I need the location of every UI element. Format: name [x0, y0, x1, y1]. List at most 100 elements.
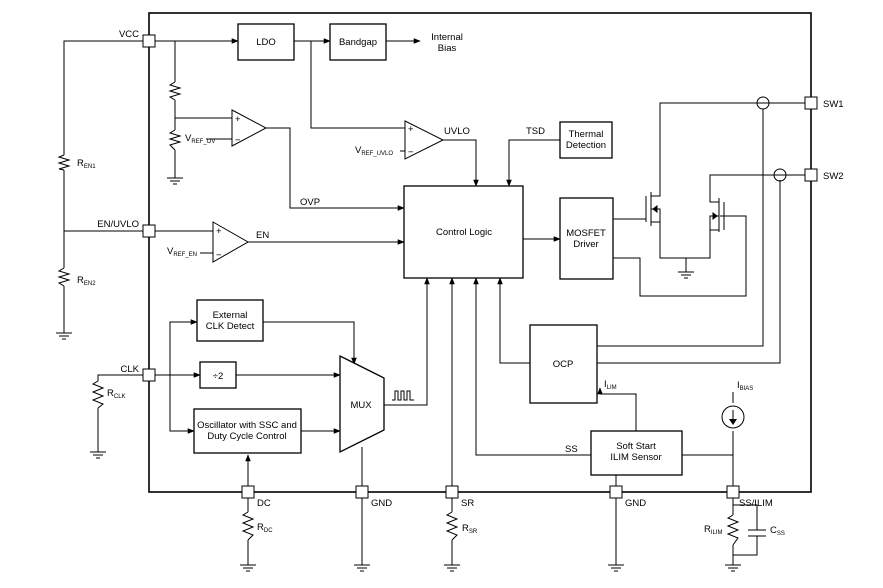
resistor-rilim [726, 514, 740, 546]
resistor-ov-top [168, 81, 182, 101]
svg-text:CLK Detect: CLK Detect [206, 321, 255, 332]
resistor-rdc [241, 511, 255, 541]
svg-text:Oscillator with SSC and: Oscillator with SSC and [197, 420, 297, 431]
svg-text:−: − [408, 147, 414, 158]
ground-rsr [444, 564, 460, 572]
pin-label-ss-ilim: SS/ILIM [739, 498, 773, 509]
label-rsr: RSR [462, 523, 478, 535]
ground-ov [167, 177, 183, 185]
signal-ss: SS [565, 444, 578, 455]
pin-squares [142, 34, 818, 499]
comparator-en: + − [212, 221, 250, 263]
ground-rclk [90, 451, 106, 459]
pin-label-sw2: SW2 [823, 171, 844, 182]
pin-ss-ilim [726, 485, 740, 499]
resistor-ren2 [57, 267, 71, 287]
ground-rdc [240, 564, 256, 572]
resistor-ov-bottom [168, 129, 182, 151]
ground-ss [725, 564, 741, 572]
label-rdc: RDC [257, 522, 273, 534]
comparator-uvlo: + − [404, 120, 445, 160]
pin-label-sr: SR [461, 498, 474, 509]
label-ren2: REN2 [77, 275, 96, 287]
label-internal-bias: Internal Bias [431, 32, 463, 54]
mosfet-q1 [645, 185, 661, 226]
current-source-icon [721, 405, 745, 429]
block-ldo: LDO [237, 23, 295, 61]
svg-text:Soft Start: Soft Start [616, 441, 656, 452]
signal-ilim: ILIM [604, 379, 617, 391]
sense-sw1-icon [756, 96, 770, 110]
signal-ibias: IBIAS [737, 380, 753, 392]
svg-text:Thermal: Thermal [569, 129, 604, 140]
label-css: CSS [770, 525, 785, 537]
block-external-clk-detect: External CLK Detect [196, 299, 264, 342]
svg-text:Bandgap: Bandgap [339, 37, 377, 48]
signal-en: EN [256, 230, 269, 241]
pin-gnd-softstart [609, 485, 623, 499]
sense-sw2-icon [773, 168, 787, 182]
svg-text:Internal: Internal [431, 32, 463, 43]
pin-label-gnd-mux: GND [371, 498, 392, 509]
block-oscillator: Oscillator with SSC and Duty Cycle Contr… [193, 408, 302, 454]
ref-vref-uvlo: VREF_UVLO [355, 145, 393, 157]
block-soft-start-ilim: Soft Start ILIM Sensor [590, 430, 683, 476]
svg-text:ILIM Sensor: ILIM Sensor [610, 452, 661, 463]
svg-text:−: − [216, 250, 222, 261]
pin-label-en-uvlo: EN/UVLO [97, 219, 139, 230]
pin-gnd-mux [355, 485, 369, 499]
svg-text:External: External [213, 310, 248, 321]
svg-text:+: + [408, 124, 414, 135]
label-ren1: REN1 [77, 158, 96, 170]
pin-label-clk: CLK [121, 364, 140, 375]
pin-label-gnd-softstart: GND [625, 498, 646, 509]
svg-text:Bias: Bias [438, 43, 457, 54]
pin-label-vcc: VCC [119, 29, 139, 40]
pin-sr [445, 485, 459, 499]
svg-text:Detection: Detection [566, 140, 606, 151]
pin-label-sw1: SW1 [823, 99, 844, 110]
pin-sw2 [804, 168, 818, 182]
pin-sw1 [804, 96, 818, 110]
comparator-ov: + − [231, 109, 268, 147]
wires [63, 38, 805, 565]
svg-text:Duty Cycle Control: Duty Cycle Control [207, 431, 286, 442]
signal-ovp: OVP [300, 197, 320, 208]
label-rclk: RCLK [107, 388, 126, 400]
block-control-logic: Control Logic [403, 185, 524, 279]
svg-text:MOSFET: MOSFET [566, 228, 606, 239]
svg-text:Driver: Driver [573, 239, 598, 250]
pin-clk [142, 368, 156, 382]
ground-gnd1 [354, 564, 370, 572]
ic-boundary [148, 12, 812, 493]
block-mosfet-driver: MOSFET Driver [559, 197, 614, 280]
ref-vref-en: VREF_EN [167, 246, 197, 258]
ground-mosfet [678, 271, 694, 279]
pin-vcc [142, 34, 156, 48]
svg-text:−: − [235, 135, 241, 146]
mosfet-switches [645, 185, 725, 234]
capacitor-css [748, 529, 766, 537]
svg-text:OCP: OCP [553, 359, 574, 370]
signal-tsd: TSD [526, 126, 545, 137]
pwm-waveform-icon [392, 390, 414, 401]
pin-dc [241, 485, 255, 499]
svg-text:+: + [235, 114, 241, 125]
block-divide-by-two: ÷2 [199, 361, 237, 389]
block-mux: MUX [339, 354, 385, 454]
svg-text:LDO: LDO [256, 37, 276, 48]
resistor-rclk [91, 380, 105, 409]
ground-gnd2 [608, 564, 624, 572]
svg-text:MUX: MUX [350, 400, 372, 411]
block-ocp: OCP [529, 324, 598, 404]
ground-symbols [56, 177, 741, 572]
svg-text:÷2: ÷2 [213, 371, 224, 382]
pin-en-uvlo [142, 224, 156, 238]
resistors [57, 81, 740, 546]
block-thermal-detection: Thermal Detection [559, 121, 613, 159]
mosfet-q2 [709, 198, 725, 234]
ground-ren [56, 332, 72, 340]
svg-text:+: + [216, 226, 222, 237]
svg-text:Control Logic: Control Logic [436, 227, 492, 238]
